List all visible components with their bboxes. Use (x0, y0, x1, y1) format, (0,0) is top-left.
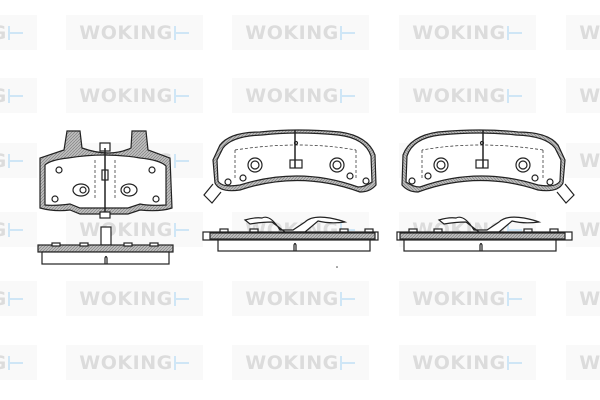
watermark-tile: WOKING (566, 78, 600, 113)
watermark-logo-icon (7, 88, 24, 103)
pad-3-side-view (396, 216, 573, 252)
watermark-text: WOKING (245, 21, 339, 44)
watermark-tile: WOKING (0, 345, 37, 380)
watermark-logo-icon (173, 355, 190, 370)
watermark-logo-icon (339, 355, 356, 370)
watermark-logo-icon (173, 88, 190, 103)
watermark-text: WOKING (0, 22, 7, 44)
watermark-logo-icon (173, 291, 190, 306)
watermark-tile: WOKING (232, 345, 369, 380)
pad-3-front-view (401, 129, 575, 204)
watermark-tile: WOKING (232, 281, 369, 316)
watermark-tile: WOKING (232, 78, 369, 113)
watermark-text: WOKING (79, 351, 173, 374)
watermark-text: WOKING (412, 84, 506, 107)
watermark-tile: WOKING (566, 281, 600, 316)
watermark-text: WOKING (245, 351, 339, 374)
watermark-logo-icon (173, 222, 190, 237)
watermark-logo-icon (506, 291, 523, 306)
watermark-tile: WOKING (399, 15, 536, 50)
watermark-text: WOKING (579, 149, 600, 172)
watermark-tile: WOKING (0, 15, 37, 50)
watermark-text: WOKING (579, 84, 600, 107)
watermark-tile: WOKING (566, 143, 600, 178)
watermark-tile: WOKING (66, 15, 203, 50)
watermark-logo-icon (339, 291, 356, 306)
watermark-text: WOKING (245, 287, 339, 310)
watermark-logo-icon (506, 88, 523, 103)
watermark-logo-icon (173, 25, 190, 40)
watermark-tile: WOKING (0, 212, 37, 247)
watermark-tile: WOKING (0, 78, 37, 113)
watermark-text: WOKING (79, 84, 173, 107)
watermark-text: WOKING (412, 351, 506, 374)
watermark-text: WOKING (0, 85, 7, 107)
watermark-tile: WOKING (566, 212, 600, 247)
pad-1-side-view (37, 226, 174, 265)
watermark-logo-icon (506, 25, 523, 40)
watermark-text: WOKING (79, 287, 173, 310)
watermark-tile: WOKING (66, 281, 203, 316)
watermark-text: WOKING (412, 21, 506, 44)
watermark-logo-icon (7, 291, 24, 306)
watermark-text: WOKING (0, 150, 7, 172)
watermark-text: WOKING (0, 219, 7, 241)
watermark-text: WOKING (579, 218, 600, 241)
watermark-tile: WOKING (399, 281, 536, 316)
watermark-logo-icon (339, 25, 356, 40)
pad-2-side-view (202, 216, 379, 252)
watermark-text: WOKING (579, 351, 600, 374)
watermark-text: WOKING (79, 21, 173, 44)
watermark-tile: WOKING (399, 78, 536, 113)
watermark-text: WOKING (579, 21, 600, 44)
watermark-tile: WOKING (566, 15, 600, 50)
watermark-text: WOKING (245, 84, 339, 107)
watermark-tile: WOKING (566, 345, 600, 380)
watermark-logo-icon (339, 88, 356, 103)
watermark-tile: WOKING (0, 143, 37, 178)
stray-dot (336, 266, 338, 268)
pad-2-front-view (203, 129, 377, 204)
watermark-logo-icon (173, 153, 190, 168)
pad-1-front-view (39, 130, 173, 219)
watermark-logo-icon (7, 25, 24, 40)
watermark-logo-icon (7, 355, 24, 370)
watermark-tile: WOKING (399, 345, 536, 380)
watermark-text: WOKING (0, 288, 7, 310)
watermark-text: WOKING (579, 287, 600, 310)
watermark-tile: WOKING (66, 345, 203, 380)
watermark-logo-icon (506, 355, 523, 370)
watermark-tile: WOKING (66, 78, 203, 113)
watermark-text: WOKING (0, 352, 7, 374)
watermark-tile: WOKING (0, 281, 37, 316)
watermark-logo-icon (506, 222, 523, 237)
watermark-logo-icon (7, 153, 24, 168)
watermark-text: WOKING (412, 287, 506, 310)
watermark-logo-icon (7, 222, 24, 237)
watermark-tile: WOKING (232, 15, 369, 50)
